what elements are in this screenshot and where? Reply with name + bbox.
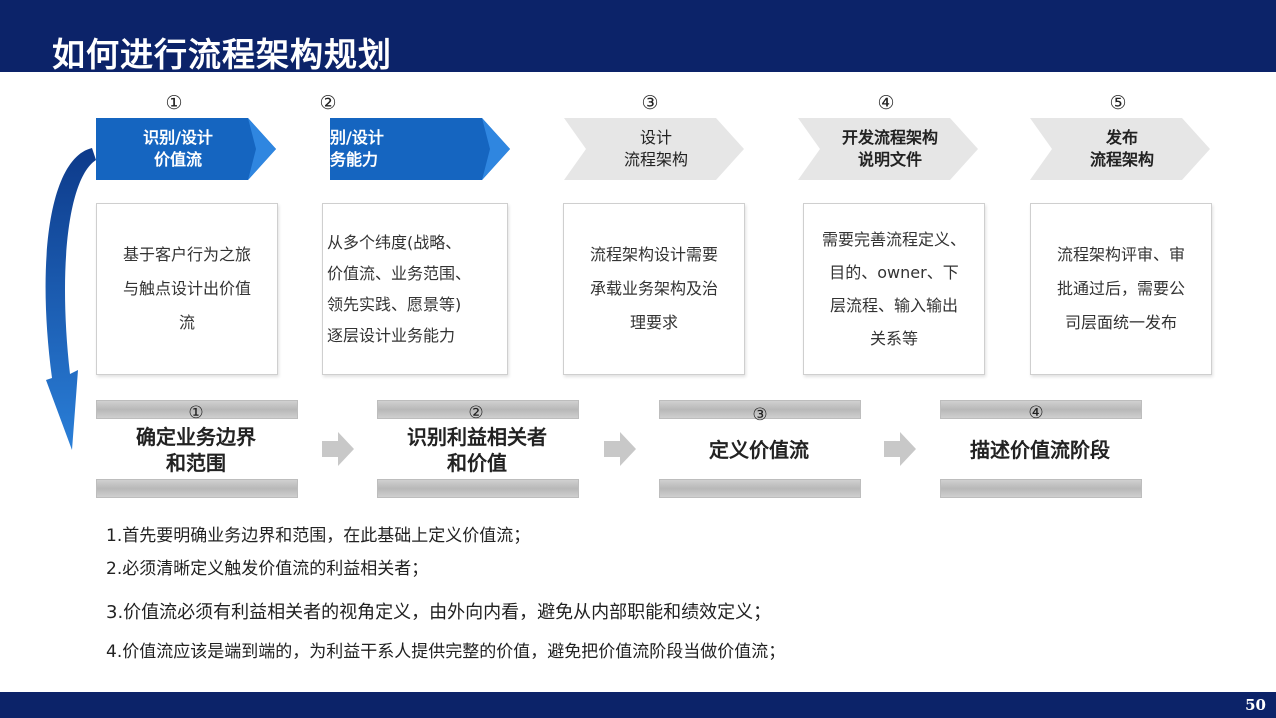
description-line: 领先实践、愿景等) xyxy=(327,295,462,314)
step-top-bar xyxy=(96,400,298,419)
description-line: 流程架构设计需要 xyxy=(589,245,718,264)
process-step-3: 设计 流程架构 xyxy=(564,118,744,180)
description-line: 价值流、业务范围、 xyxy=(327,264,472,283)
description-box: 流程架构设计需要 承载业务架构及治 理要求 xyxy=(563,203,745,375)
description-line: 理要求 xyxy=(629,313,678,332)
process-step-1: 识别/设计 价值流 xyxy=(96,118,276,180)
description-line: 基于客户行为之旅 xyxy=(122,245,251,264)
description-line: 承载业务架构及治 xyxy=(589,279,718,298)
step-number: ④ xyxy=(1028,403,1044,423)
footer-band xyxy=(0,692,1276,718)
process-number: ④ xyxy=(877,92,895,114)
description-line: 目的、owner、下 xyxy=(829,263,959,282)
header-band xyxy=(0,0,1276,72)
step-title-line: 描述价值流阶段 xyxy=(970,438,1110,462)
process-label-line: 务能力 xyxy=(330,150,379,169)
step-title: 定义价值流 xyxy=(659,437,859,463)
note-line: 2.必须清晰定义触发价值流的利益相关者； xyxy=(106,559,429,579)
step-top-bar xyxy=(377,400,579,419)
note-line: 4.价值流应该是端到端的，为利益干系人提供完整的价值，避免把价值流阶段当做价值流… xyxy=(106,642,786,662)
step-title: 描述价值流阶段 xyxy=(940,437,1140,463)
description-line: 流程架构评审、审 xyxy=(1056,245,1185,264)
page-number: 50 xyxy=(1245,696,1266,714)
description-line: 流 xyxy=(178,313,195,332)
step-title-line: 和价值 xyxy=(447,451,507,475)
step-number: ② xyxy=(468,403,484,423)
description-box: 需要完善流程定义、 目的、owner、下 层流程、输入输出 关系等 xyxy=(803,203,985,375)
description-line: 关系等 xyxy=(869,329,918,348)
description-line: 从多个纬度(战略、 xyxy=(327,233,462,252)
step-top-bar xyxy=(659,400,861,419)
description-line: 与触点设计出价值 xyxy=(122,279,251,298)
page-title: 如何进行流程架构规划 xyxy=(52,35,392,74)
arrow-right-icon xyxy=(322,432,354,466)
process-label-line: 识别/设计 xyxy=(143,128,213,147)
arrow-right-icon xyxy=(604,432,636,466)
process-number: ② xyxy=(319,92,337,114)
step-number: ① xyxy=(188,403,204,423)
process-label-line: 流程架构 xyxy=(623,150,688,169)
process-number: ③ xyxy=(641,92,659,114)
note-line: 1.首先要明确业务边界和范围，在此基础上定义价值流； xyxy=(106,526,531,546)
process-step-5: 发布 流程架构 xyxy=(1030,118,1210,180)
process-label-line: 价值流 xyxy=(153,150,202,169)
process-step-4: 开发流程架构 说明文件 xyxy=(798,118,978,180)
description-line: 需要完善流程定义、 xyxy=(821,230,966,249)
step-title-line: 确定业务边界 xyxy=(136,425,256,449)
description-box: 从多个纬度(战略、 价值流、业务范围、 领先实践、愿景等) 逐层设计业务能力 xyxy=(322,203,508,375)
process-label-line: 发布 xyxy=(1105,128,1138,147)
note-line: 3.价值流必须有利益相关者的视角定义，由外向内看，避免从内部职能和绩效定义； xyxy=(106,602,772,623)
description-line: 批通过后，需要公 xyxy=(1056,279,1185,298)
description-line: 层流程、输入输出 xyxy=(829,296,958,315)
step-top-bar xyxy=(940,400,1142,419)
process-label-line: 别/设计 xyxy=(330,128,384,147)
process-number: ① xyxy=(165,92,183,114)
step-number: ③ xyxy=(752,405,768,425)
step-title-line: 和范围 xyxy=(166,451,226,475)
step-title-line: 定义价值流 xyxy=(709,438,809,462)
step-bottom-bar xyxy=(659,479,861,498)
process-label-line: 开发流程架构 xyxy=(841,128,938,147)
step-title: 识别利益相关者 和价值 xyxy=(377,424,577,476)
step-bottom-bar xyxy=(940,479,1142,498)
description-line: 司层面统一发布 xyxy=(1064,313,1177,332)
arrow-right-icon xyxy=(884,432,916,466)
process-label-line: 流程架构 xyxy=(1089,150,1154,169)
step-title-line: 识别利益相关者 xyxy=(407,425,547,449)
process-number: ⑤ xyxy=(1109,92,1127,114)
step-title: 确定业务边界 和范围 xyxy=(96,424,296,476)
description-line: 逐层设计业务能力 xyxy=(327,326,456,345)
description-box: 基于客户行为之旅 与触点设计出价值 流 xyxy=(96,203,278,375)
step-bottom-bar xyxy=(96,479,298,498)
process-step-2: 别/设计 务能力 xyxy=(330,118,510,180)
curved-arrow-icon xyxy=(45,148,96,450)
step-bottom-bar xyxy=(377,479,579,498)
process-label-line: 说明文件 xyxy=(857,150,922,169)
process-label-line: 设计 xyxy=(639,128,672,147)
description-box: 流程架构评审、审 批通过后，需要公 司层面统一发布 xyxy=(1030,203,1212,375)
